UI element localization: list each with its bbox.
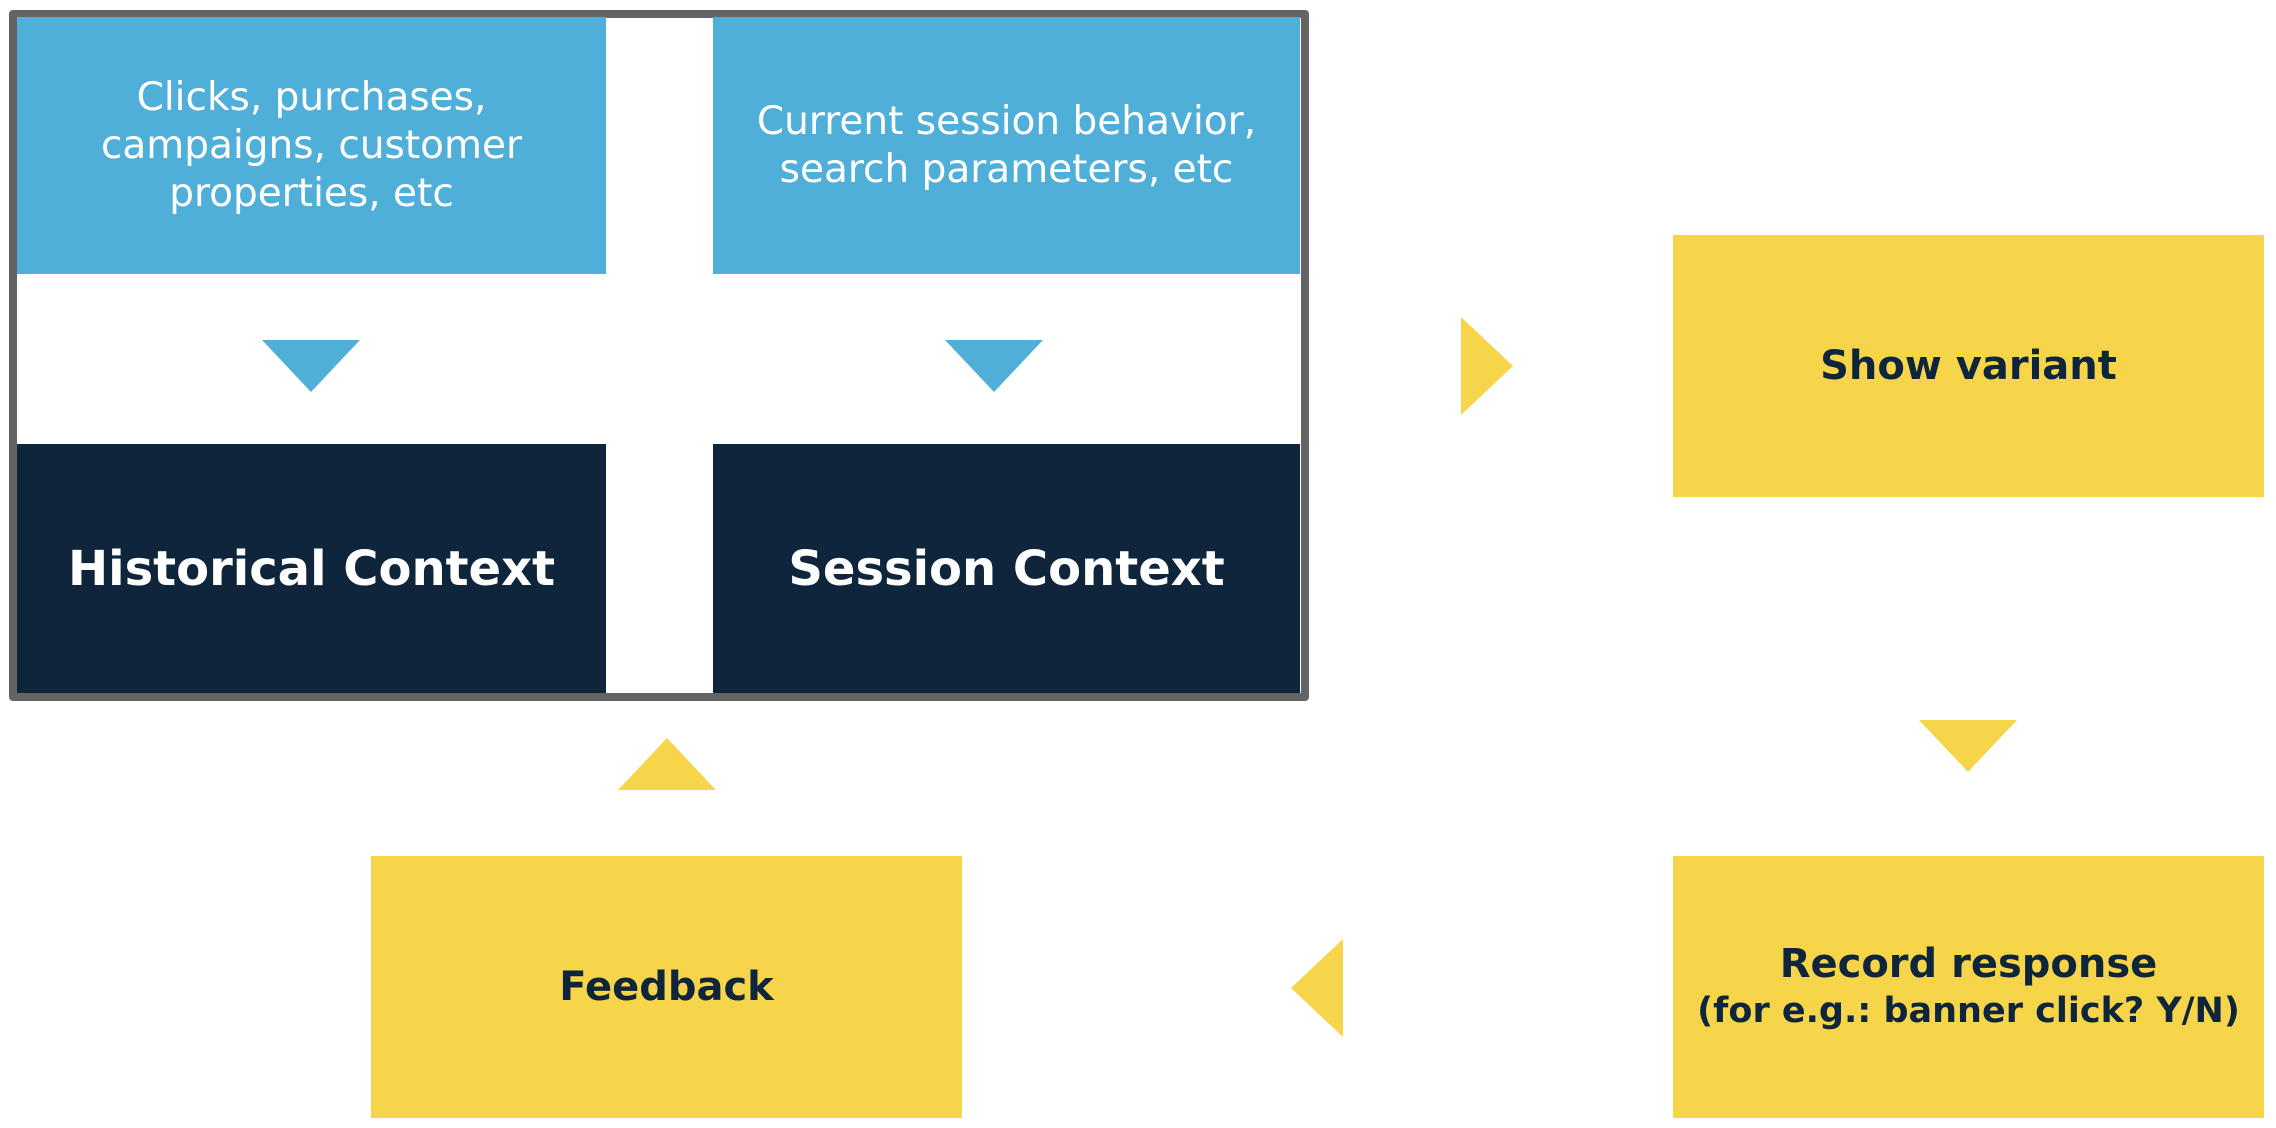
- historical-description-box: Clicks, purchases, campaigns, customer p…: [17, 17, 606, 274]
- session-context-box: Session Context: [713, 444, 1300, 693]
- record-response-title: Record response: [1779, 941, 2158, 987]
- show-variant-label: Show variant: [1820, 343, 2117, 389]
- session-description: Current session behavior, search paramet…: [756, 98, 1257, 192]
- feedback-label: Feedback: [559, 964, 774, 1010]
- historical-context-title: Historical Context: [67, 540, 556, 597]
- historical-arrow-down: [262, 340, 360, 392]
- arrow-up-to-context: [618, 738, 716, 790]
- historical-context-box: Historical Context: [17, 444, 606, 693]
- record-response-subtitle: (for e.g.: banner click? Y/N): [1697, 991, 2240, 1031]
- arrow-down-to-record-response: [1919, 720, 2017, 772]
- session-description-box: Current session behavior, search paramet…: [713, 17, 1300, 274]
- session-arrow-down: [945, 340, 1043, 392]
- arrow-right-to-show-variant: [1461, 317, 1513, 415]
- historical-description: Clicks, purchases, campaigns, customer p…: [100, 74, 523, 216]
- record-response-box: Record response (for e.g.: banner click?…: [1673, 856, 2264, 1118]
- arrow-left-to-feedback: [1291, 939, 1343, 1037]
- show-variant-box: Show variant: [1673, 235, 2264, 497]
- feedback-box: Feedback: [371, 856, 962, 1118]
- session-context-title: Session Context: [788, 540, 1225, 597]
